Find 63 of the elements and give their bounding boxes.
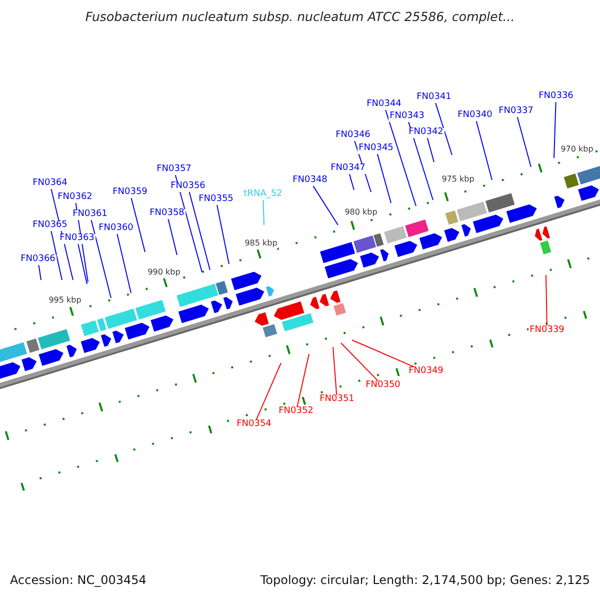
leader-line bbox=[332, 346, 338, 396]
leader-line bbox=[130, 197, 146, 252]
gene-label: FN0366 bbox=[20, 255, 56, 265]
leader-line bbox=[256, 362, 282, 421]
gene-label: FN0361 bbox=[72, 210, 108, 220]
gene-label: FN0365 bbox=[32, 221, 68, 231]
leader-line bbox=[50, 188, 74, 280]
gene-label: FN0363 bbox=[58, 234, 96, 244]
gene-label: FN0347 bbox=[330, 164, 366, 174]
leader-line bbox=[116, 233, 132, 294]
leader-line bbox=[312, 185, 338, 226]
gene-label: FN0345 bbox=[358, 144, 394, 154]
leader-line bbox=[554, 101, 556, 158]
leader-line bbox=[296, 354, 310, 408]
leader-line bbox=[435, 102, 452, 156]
leader-line bbox=[476, 120, 492, 180]
gene-label: FN0356 bbox=[170, 182, 206, 192]
gene-label: FN0342 bbox=[408, 128, 444, 138]
scale-label: 975 kbp bbox=[442, 176, 474, 184]
gene-label: FN0355 bbox=[198, 195, 234, 205]
gene-label: FN0360 bbox=[98, 224, 134, 234]
leader-line bbox=[348, 173, 354, 190]
scale-label: 980 kbp bbox=[344, 208, 378, 218]
leader-line bbox=[516, 116, 532, 168]
leader-line bbox=[340, 342, 379, 382]
gene-label: FN0348 bbox=[292, 176, 328, 186]
gene-label: FN0340 bbox=[456, 111, 494, 121]
leader-line bbox=[354, 140, 372, 192]
leader-line bbox=[75, 202, 88, 282]
gene-label: FN0344 bbox=[366, 100, 402, 110]
scale-label: 990 kbp bbox=[148, 268, 180, 278]
leader-line bbox=[188, 191, 210, 270]
leader-line bbox=[38, 264, 42, 280]
leader-line bbox=[262, 199, 264, 226]
title: Fusobacterium nucleatum subsp. nucleatum ATCC 25586, complet... bbox=[84, 10, 516, 24]
leader-line bbox=[385, 109, 416, 206]
gene-label: FN0362 bbox=[56, 193, 94, 203]
leader-line bbox=[168, 218, 178, 256]
leader-line bbox=[408, 121, 434, 200]
leader-line bbox=[376, 153, 392, 204]
gene-label: FN0346 bbox=[334, 131, 372, 141]
gene-label: FN0357 bbox=[156, 165, 192, 175]
leader-line bbox=[50, 230, 62, 280]
leader-line bbox=[90, 219, 112, 298]
scale-label: 985 kbp bbox=[244, 240, 278, 248]
leader-line bbox=[78, 243, 88, 284]
gene-label: FN0341 bbox=[416, 93, 452, 103]
gene-label: tRNA_52 bbox=[242, 190, 284, 200]
leader-line bbox=[174, 174, 202, 272]
gene-label: FN0359 bbox=[112, 188, 148, 198]
scale-label: 970 kbp bbox=[560, 146, 594, 154]
gene-label: FN0343 bbox=[388, 112, 426, 122]
gene-label: FN0364 bbox=[32, 179, 68, 189]
gene-label: FN0358 bbox=[148, 209, 186, 219]
gene-label: FN0337 bbox=[498, 107, 534, 117]
gene-label: FN0336 bbox=[538, 92, 574, 102]
leader-line bbox=[216, 204, 230, 264]
scale-label: 995 kbp bbox=[48, 296, 82, 306]
genome-summary: Topology: circular; Length: 2,174,500 bp; Genes: 2,125 bbox=[260, 574, 590, 588]
leader-line bbox=[426, 137, 434, 162]
leader-line bbox=[352, 340, 416, 368]
accession-text: Accession: NC_003454 bbox=[10, 574, 146, 588]
leader-line bbox=[546, 274, 548, 327]
